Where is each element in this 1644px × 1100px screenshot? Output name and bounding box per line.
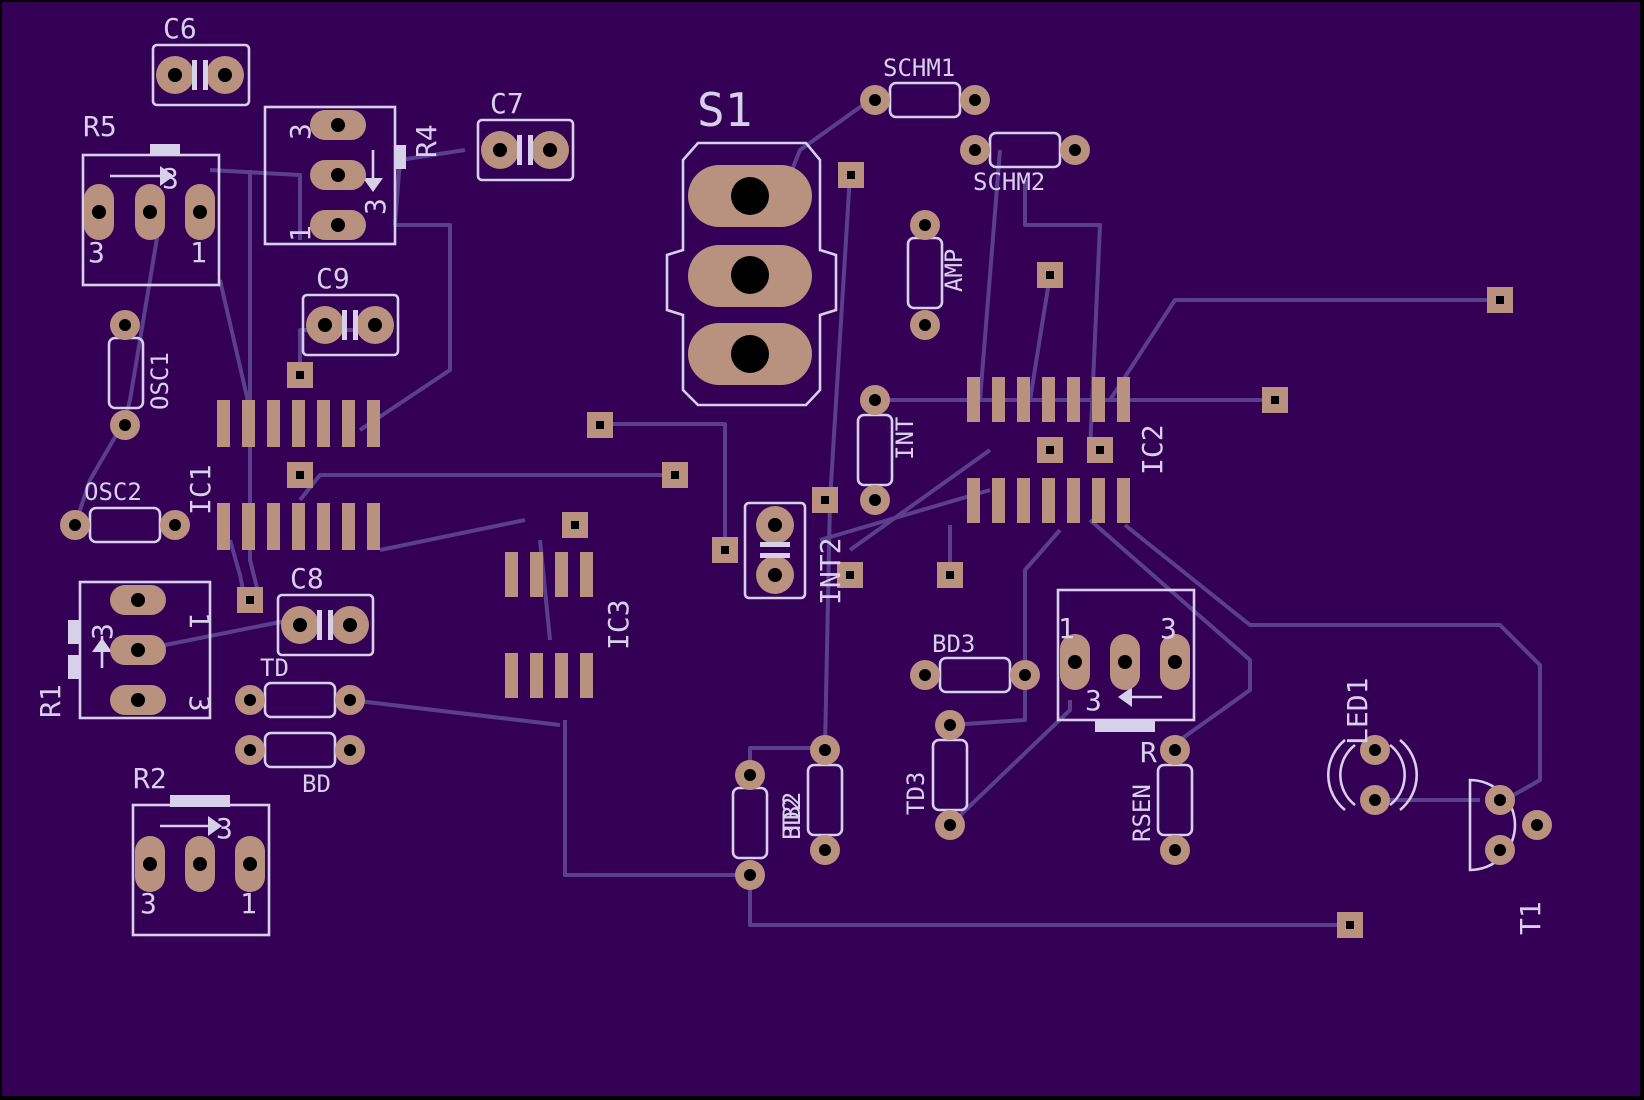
led1-arc-right (1389, 743, 1406, 807)
pads (60, 56, 1552, 938)
label-led1: LED1 (1341, 678, 1374, 745)
trimmer-tab (1095, 720, 1155, 732)
r2-pin-3: 3 (140, 887, 157, 920)
r5-pin-3-top: 3 (162, 162, 179, 195)
r1-outline (78, 580, 212, 720)
r4-tab (394, 145, 406, 169)
silkscreen (68, 43, 1517, 937)
label-r-partial: R (1140, 736, 1157, 769)
s1-outline (665, 141, 838, 407)
c8-outline (276, 593, 375, 657)
label-c8: C8 (290, 562, 324, 595)
label-rsen: RSEN (1128, 784, 1156, 842)
r4-pin-3: 3 (284, 123, 317, 140)
r4-arrow-head (363, 178, 383, 192)
r2-arrow-head (208, 816, 222, 836)
r1-tab-2 (68, 655, 80, 679)
r1-pin-1: 1 (183, 612, 216, 629)
r5-arrow-head (160, 166, 174, 186)
c6-outline (151, 43, 251, 107)
r2-pin-1: 1 (240, 887, 257, 920)
label-r4: R4 (410, 124, 443, 158)
t1-outline (1468, 778, 1517, 872)
label-t1: T1 (1514, 901, 1547, 935)
label-bd: BD (302, 770, 331, 798)
label-osc1: OSC1 (146, 352, 174, 410)
int2-outline (743, 501, 807, 600)
r5-tab (150, 144, 180, 156)
trimmer-pin-3-bottom: 3 (1085, 684, 1102, 717)
label-osc2: OSC2 (84, 478, 142, 506)
r2-pin-3-top: 3 (216, 812, 233, 845)
label-int: INT (891, 417, 919, 460)
r5-pin-1: 1 (190, 236, 207, 269)
label-ic3: IC3 (602, 599, 635, 650)
label-r5: R5 (83, 110, 117, 143)
r4-pin-1: 1 (284, 225, 317, 242)
label-ic1: IC1 (184, 464, 217, 515)
label-td: TD (260, 654, 289, 682)
led1-arc-left (1339, 743, 1356, 807)
r2-tab (170, 795, 230, 807)
label-int2: INT2 (814, 538, 847, 605)
trimmer-pin-1: 1 (1058, 612, 1075, 645)
label-c6: C6 (163, 12, 197, 45)
label-schm2: SCHM2 (973, 168, 1045, 196)
r1-arrow-head (92, 638, 112, 652)
r1-tab (68, 620, 80, 644)
ic1-pads (217, 400, 380, 550)
r4-outline (263, 105, 397, 246)
label-ic2: IC2 (1136, 424, 1169, 475)
label-td3: TD3 (902, 772, 930, 815)
label-s1: S1 (697, 83, 752, 137)
led1-arc-outer-left (1327, 738, 1346, 812)
ic3-pads (505, 552, 593, 698)
label-bd3: BD3 (932, 630, 975, 658)
label-tb2: TB2 (778, 792, 806, 835)
vias (237, 162, 1513, 938)
label-amp: AMP (940, 249, 968, 292)
label-c9: C9 (316, 262, 350, 295)
c9-outline (301, 293, 400, 357)
label-r1: R1 (34, 684, 67, 718)
r1-pin-3-side: 3 (86, 623, 119, 640)
led1-arc-outer-right (1399, 738, 1418, 812)
trimmer-pin-3: 3 (1160, 612, 1177, 645)
label-c7: C7 (490, 87, 524, 120)
trimmer-arrow-head (1118, 687, 1132, 707)
labels: C6 R5 C7 C9 C8 R2 S1 SCHM1 SCHM2 OSC2 TD… (34, 12, 1547, 935)
c7-outline (476, 118, 575, 182)
r1-pin-3: 3 (183, 695, 216, 712)
ic2-pads (967, 377, 1130, 523)
label-schm1: SCHM1 (883, 54, 955, 82)
label-r2: R2 (133, 762, 167, 795)
r5-pin-3: 3 (88, 236, 105, 269)
r4-pin-3-side: 3 (359, 198, 392, 215)
label-bd2: BD2 (778, 797, 806, 840)
